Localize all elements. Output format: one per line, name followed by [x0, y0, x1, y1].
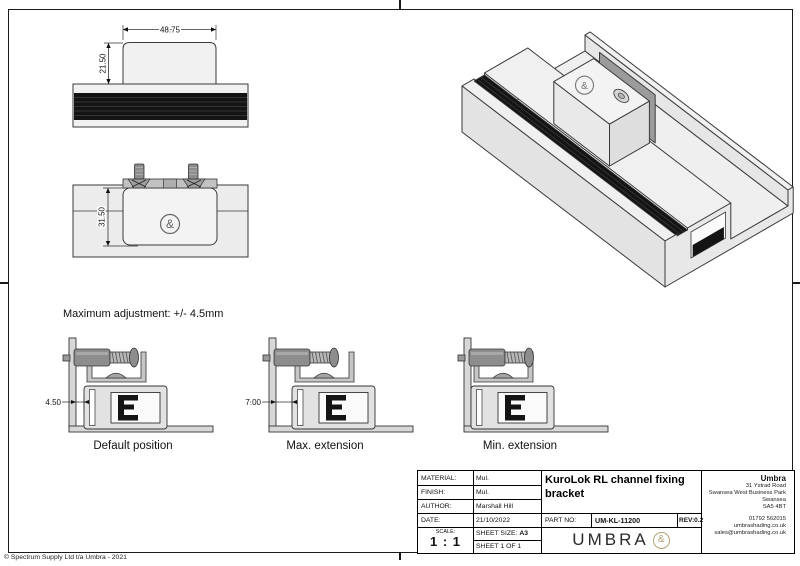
iso-screw-head	[613, 88, 630, 103]
dim-width	[122, 25, 217, 40]
company-address-3: Swansea	[762, 497, 786, 503]
finish-label: FINISH:	[421, 488, 446, 496]
dim-max-gap: 7.00	[244, 395, 297, 410]
dim-default-gap-label: 4.50	[45, 398, 61, 407]
countersunk-screw-right	[182, 178, 206, 189]
rail-near-end-face	[664, 186, 794, 288]
block-top-face	[553, 58, 650, 125]
company-name: Umbra	[760, 474, 786, 483]
caption-max-extension: Max. extension	[286, 440, 364, 452]
fold-mark-left	[0, 282, 8, 284]
dim-front-height-label: 31.50	[98, 206, 107, 227]
dim-default-gap: 4.50	[44, 395, 89, 410]
dim-height-label: 21.50	[99, 53, 108, 74]
sheet-count: SHEET 1 OF 1	[476, 543, 522, 550]
umbra-mark-circle	[159, 213, 181, 235]
end-seal	[692, 227, 724, 257]
company-phone: 01792 562015	[748, 516, 786, 522]
umbra-logo-circle-icon: &	[652, 531, 670, 549]
scale-value: 1 : 1	[429, 534, 461, 549]
detail-max-extension: 7.00	[244, 337, 414, 433]
umbra-mark-amp: &	[166, 217, 174, 231]
company-address-2: Swansea West Business Park	[708, 490, 786, 496]
company-email: sales@umbrashading.co.uk	[714, 530, 786, 536]
drawing-title: KuroLok RL channel fixing bracket	[545, 474, 685, 500]
company-info: Umbra 31 Ystrad Road Swansea West Busine…	[701, 471, 790, 553]
material-label: MATERIAL:	[421, 474, 457, 482]
front-view: & 31.50	[72, 163, 249, 258]
copyright-text: © Spectrum Supply Ltd t/a Umbra - 2021	[4, 554, 127, 561]
dim-max-gap-label: 7.00	[245, 398, 261, 407]
caption-default-position: Default position	[93, 440, 173, 452]
caption-min-extension: Min. extension	[482, 440, 558, 452]
top-view: 48.75 21.50	[72, 24, 249, 128]
finish-value: Mul.	[476, 488, 489, 496]
detail-min-extension	[457, 337, 609, 433]
title-block: MATERIAL: Mul. FINISH: Mul. AUTHOR: Mars…	[417, 470, 795, 554]
author-label: AUTHOR:	[421, 502, 452, 510]
company-address-1: 31 Ystrad Road	[745, 483, 786, 489]
adjustment-note: Maximum adjustment: +/- 4.5mm	[63, 308, 224, 320]
umbra-logo-amp: &	[657, 534, 665, 545]
company-website: umbrashading.co.uk	[733, 523, 786, 529]
bracket-block-plan	[122, 42, 217, 85]
part-no-label: PART NO:	[545, 516, 577, 524]
company-address-4: SA5 4BT	[762, 504, 786, 510]
revision-value: REV:0.2	[679, 516, 704, 524]
fold-mark-bottom	[399, 552, 401, 560]
date-label: DATE:	[421, 516, 441, 524]
fold-mark-top	[399, 0, 401, 9]
iso-umbra-mark-circle	[574, 75, 595, 95]
threaded-stud-right	[188, 163, 199, 180]
iso-umbra-mark-amp: &	[581, 81, 588, 92]
material-value: Mul.	[476, 474, 489, 482]
date-value: 21/10/2022	[476, 516, 511, 524]
threaded-stud-left	[134, 163, 145, 180]
isometric-view: &	[461, 31, 794, 288]
umbra-logo-text: UMBRA	[572, 530, 649, 549]
detail-default-position: 4.50	[44, 337, 214, 433]
fold-mark-right	[792, 282, 800, 284]
scale-label: SCALE:	[435, 529, 456, 535]
sheet-size: SHEET SIZE: A3	[476, 530, 529, 537]
part-no-value: UM-KL-11200	[595, 516, 641, 525]
dim-height	[104, 42, 123, 84]
dim-width-label: 48.75	[160, 25, 181, 34]
author-value: Marshall Hill	[476, 502, 514, 510]
umbra-logo: UMBRA &	[541, 527, 701, 553]
dim-front-height	[103, 187, 138, 247]
